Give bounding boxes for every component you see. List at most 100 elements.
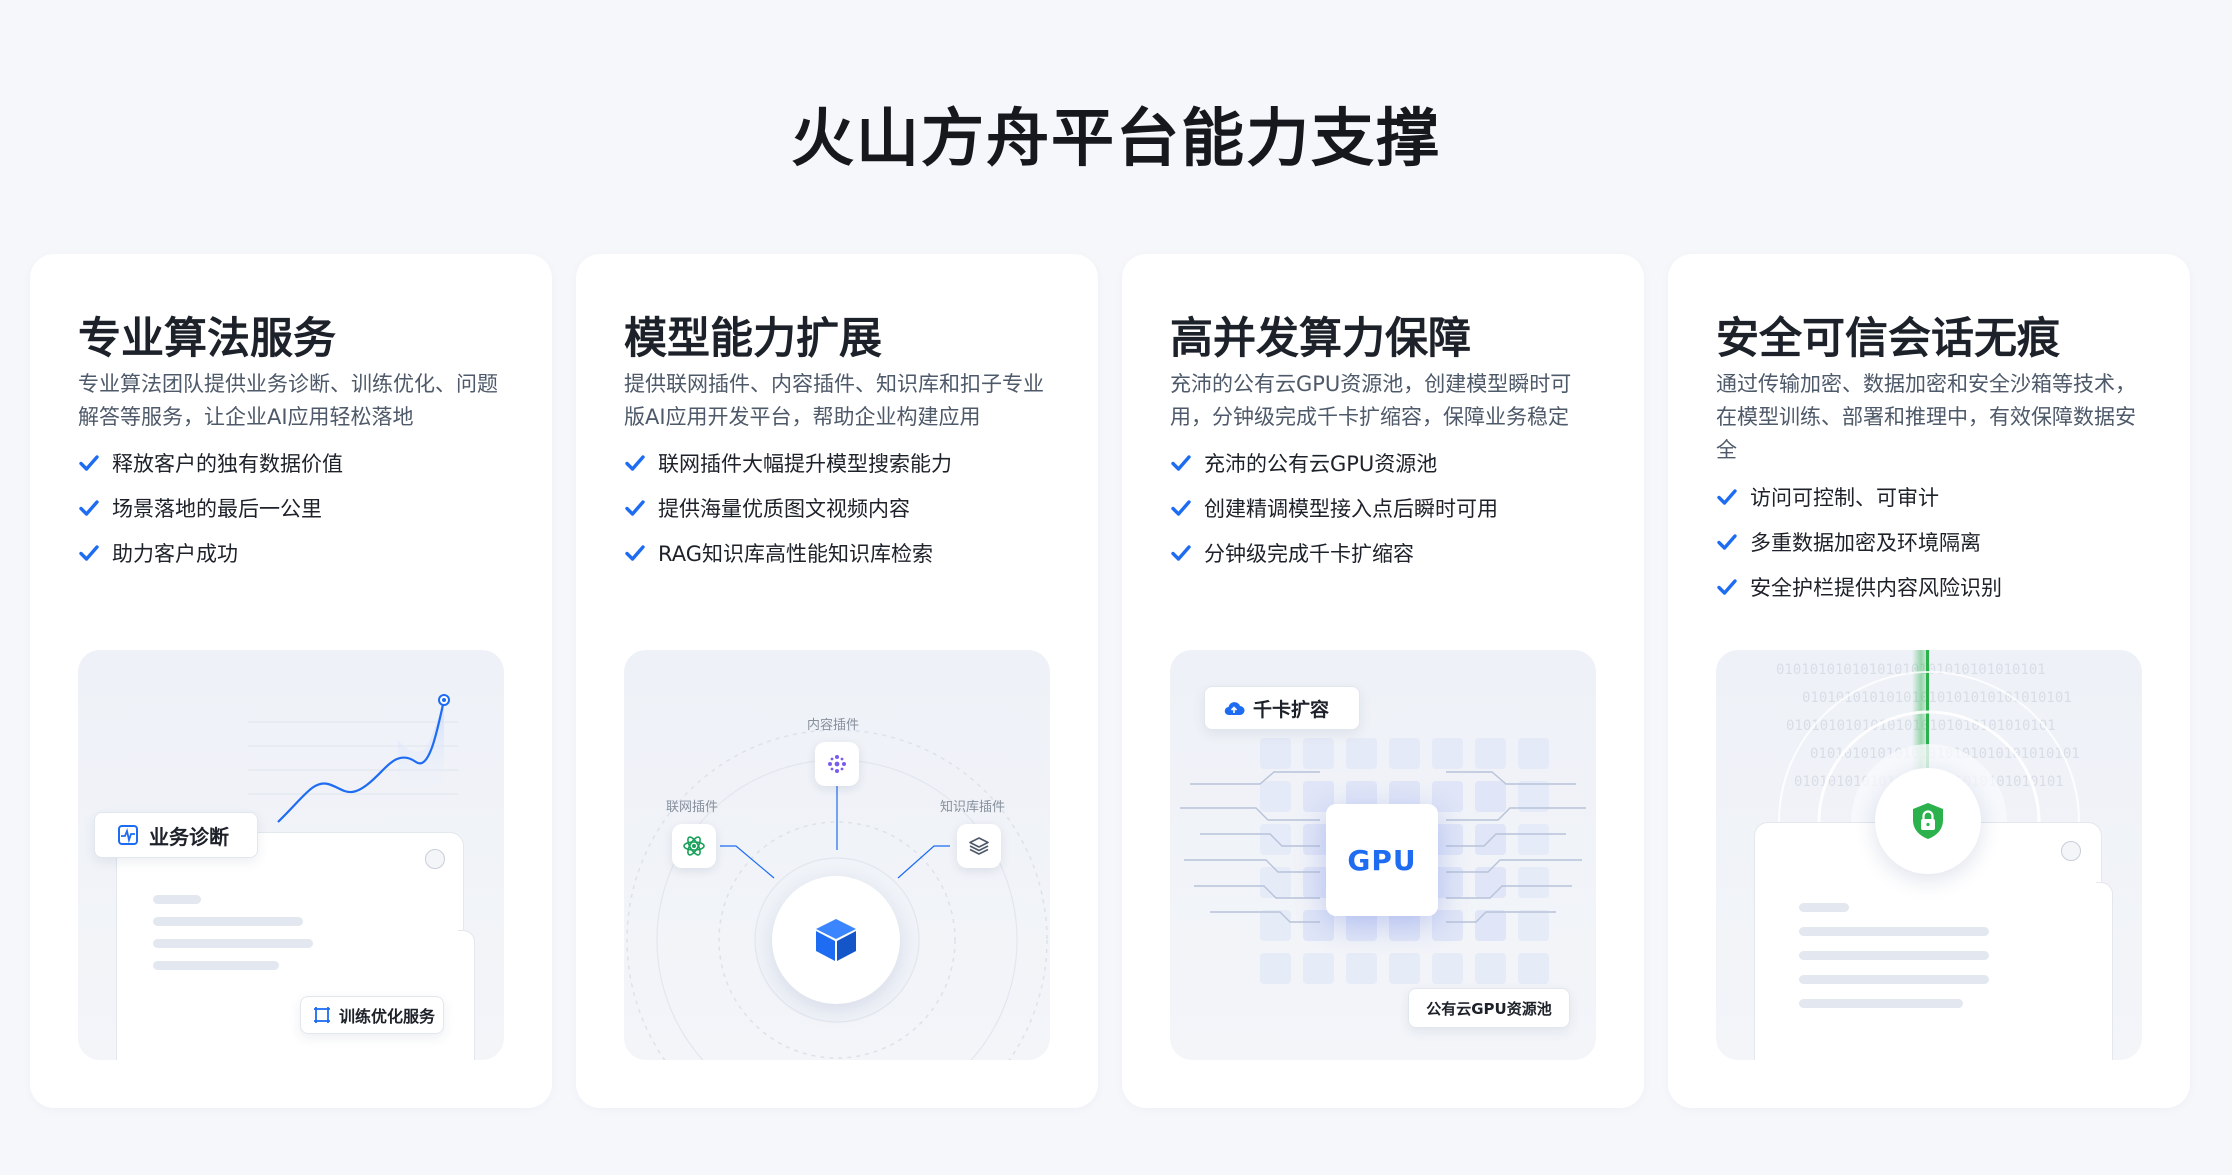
secure-document: [1754, 822, 2102, 1060]
feature-text: 访问可控制、可审计: [1750, 485, 1939, 510]
gpu-pool-chip: 公有云GPU资源池: [1408, 988, 1570, 1028]
feature-item: 访问可控制、可审计: [1716, 474, 2002, 519]
gpu-cell: [1432, 738, 1463, 769]
check-icon: [1171, 499, 1191, 516]
knowledge-plugin-label: 知识库插件: [940, 800, 1006, 815]
feature-item: 充沛的公有云GPU资源池: [1170, 440, 1498, 485]
gpu-cell: [1518, 781, 1549, 812]
chip-label: 训练优化服务: [339, 1007, 436, 1026]
feature-text: 创建精调模型接入点后瞬时可用: [1204, 496, 1498, 521]
card-title: 安全可信会话无痕: [1716, 314, 2060, 364]
feature-text: 助力客户成功: [112, 541, 238, 566]
check-icon: [1717, 488, 1737, 505]
gpu-cell: [1260, 781, 1291, 812]
gpu-cell: [1260, 738, 1291, 769]
gpu-cell: [1346, 738, 1377, 769]
window-dot: [425, 849, 445, 869]
feature-text: 提供海量优质图文视频内容: [658, 496, 910, 521]
feature-list: 充沛的公有云GPU资源池 创建精调模型接入点后瞬时可用 分钟级完成千卡扩缩容: [1170, 440, 1498, 575]
feature-text: 多重数据加密及环境隔离: [1750, 530, 1981, 555]
plugin-illustration: 内容插件 联网插件 知识库插件: [624, 650, 1050, 1060]
atom-icon: [683, 836, 705, 856]
content-plugin-node: [815, 742, 859, 786]
window-dot: [2061, 841, 2081, 861]
document-back-sheet: [2096, 882, 2113, 1060]
card-algorithm-service: 专业算法服务 专业算法团队提供业务诊断、训练优化、问题解答等服务，让企业AI应用…: [30, 254, 552, 1108]
gpu-cell: [1260, 953, 1291, 984]
feature-item: 释放客户的独有数据价值: [78, 440, 343, 485]
gpu-cell: [1389, 953, 1420, 984]
business-diagnosis-chip: 业务诊断: [94, 812, 258, 858]
chip-label: 千卡扩容: [1253, 698, 1330, 721]
feature-item: 多重数据加密及环境隔离: [1716, 519, 2002, 564]
check-icon: [79, 499, 99, 516]
pulse-icon: [118, 825, 138, 845]
web-plugin-label: 联网插件: [666, 800, 719, 815]
layers-icon: [969, 837, 989, 855]
web-plugin-node: [672, 824, 716, 868]
diagnosis-illustration: 业务诊断 训练优化服务: [78, 650, 504, 1060]
card-description: 专业算法团队提供业务诊断、训练优化、问题解答等服务，让企业AI应用轻松落地: [78, 372, 498, 429]
feature-item: 场景落地的最后一公里: [78, 485, 343, 530]
check-icon: [1171, 454, 1191, 471]
binary-stream: 01010101010101010101010101010101: [1802, 690, 2072, 706]
gpu-illustration: GPU 千卡扩容 公有云GPU资源池: [1170, 650, 1596, 1060]
feature-list: 释放客户的独有数据价值 场景落地的最后一公里 助力客户成功: [78, 440, 343, 575]
gpu-cell: [1303, 953, 1334, 984]
feature-text: 场景落地的最后一公里: [112, 496, 322, 521]
feature-item: 提供海量优质图文视频内容: [624, 485, 952, 530]
check-icon: [79, 454, 99, 471]
cloud-upload-icon: [1224, 702, 1245, 716]
check-icon: [1717, 533, 1737, 550]
card-model-extension: 模型能力扩展 提供联网插件、内容插件、知识库和扣子专业版AI应用开发平台，帮助企…: [576, 254, 1098, 1108]
circuit-traces-graphic: [1180, 771, 1586, 923]
feature-item: 联网插件大幅提升模型搜索能力: [624, 440, 952, 485]
gpu-cell: [1475, 738, 1506, 769]
feature-item: 创建精调模型接入点后瞬时可用: [1170, 485, 1498, 530]
scan-line: [1926, 650, 1929, 780]
training-optimization-chip: 训练优化服务: [300, 996, 444, 1034]
gpu-cell: [1432, 953, 1463, 984]
gpu-cell: [1432, 910, 1463, 941]
card-description: 通过传输加密、数据加密和安全沙箱等技术，在模型训练、部署和推理中，有效保障数据安…: [1716, 372, 2136, 462]
page-title: 火山方舟平台能力支撑: [791, 102, 1441, 175]
chip-label: 公有云GPU资源池: [1426, 999, 1552, 1018]
growth-chart-graphic: [248, 694, 458, 823]
knowledge-plugin-node: [957, 824, 1001, 868]
feature-text: 安全护栏提供内容风险识别: [1750, 575, 2002, 600]
feature-text: 联网插件大幅提升模型搜索能力: [658, 451, 952, 476]
gpu-cell: [1475, 781, 1506, 812]
binary-stream: 01010101010101010101010101010101: [1776, 662, 2046, 678]
gpu-cell: [1346, 953, 1377, 984]
gpu-cell: [1518, 867, 1549, 898]
gpu-cell: [1303, 738, 1334, 769]
check-icon: [79, 544, 99, 561]
thousand-card-scaling-chip: 千卡扩容: [1204, 686, 1360, 730]
card-description: 提供联网插件、内容插件、知识库和扣子专业版AI应用开发平台，帮助企业构建应用: [624, 372, 1044, 429]
feature-item: RAG知识库高性能知识库检索: [624, 530, 952, 575]
gpu-cell: [1389, 738, 1420, 769]
gpu-cell: [1475, 953, 1506, 984]
gpu-chip: GPU: [1326, 804, 1438, 916]
gpu-cell: [1518, 824, 1549, 855]
check-icon: [1171, 544, 1191, 561]
gpu-cell: [1518, 738, 1549, 769]
gpu-cell: [1475, 910, 1506, 941]
card-title: 模型能力扩展: [624, 314, 882, 364]
document-back-sheet: [458, 930, 475, 1060]
card-description: 充沛的公有云GPU资源池，创建模型瞬时可用，分钟级完成千卡扩缩容，保障业务稳定: [1170, 372, 1572, 429]
feature-text: 释放客户的独有数据价值: [112, 451, 343, 476]
check-icon: [625, 544, 645, 561]
gpu-label: GPU: [1347, 843, 1417, 877]
dots-cluster-icon: [828, 755, 846, 773]
feature-item: 安全护栏提供内容风险识别: [1716, 564, 2002, 609]
gpu-cell: [1303, 910, 1334, 941]
check-icon: [625, 499, 645, 516]
card-compute-guarantee: 高并发算力保障 充沛的公有云GPU资源池，创建模型瞬时可用，分钟级完成千卡扩缩容…: [1122, 254, 1644, 1108]
content-plugin-label: 内容插件: [807, 718, 860, 733]
check-icon: [625, 454, 645, 471]
core-node: [772, 876, 900, 1004]
card-title: 高并发算力保障: [1170, 314, 1471, 364]
shield-lock-icon: [1913, 803, 1943, 839]
gpu-cell: [1518, 910, 1549, 941]
